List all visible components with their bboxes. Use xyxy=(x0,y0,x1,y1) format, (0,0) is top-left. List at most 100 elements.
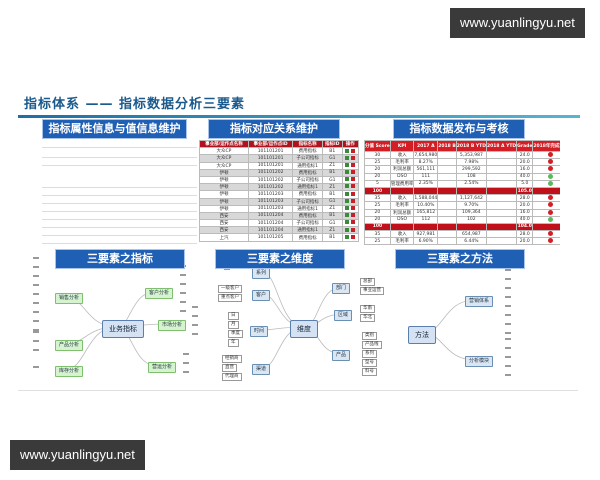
mindmap-leaf: 华北 xyxy=(360,314,375,322)
table-cell: B1 xyxy=(322,168,343,177)
row-actions xyxy=(341,175,359,185)
delete-button[interactable] xyxy=(351,220,356,225)
table-cell: 101101201 xyxy=(247,154,294,163)
column-header: Grade xyxy=(516,140,534,152)
table-cell: 165,812 xyxy=(413,208,439,217)
mindmap-leaf xyxy=(505,337,511,340)
table-cell: 20.0 xyxy=(516,237,534,246)
table-cell xyxy=(437,165,457,174)
table-cell: 101101204 xyxy=(247,219,294,228)
column-header: 操作 xyxy=(341,140,359,149)
column-header: 指标名称 xyxy=(292,140,323,149)
mindmap-leaf: 日 xyxy=(228,312,239,320)
edit-button[interactable] xyxy=(345,234,350,239)
mindmap-leaf xyxy=(505,364,511,367)
mindmap-leaf xyxy=(33,319,39,322)
mindmap-leaf xyxy=(33,274,39,277)
form-row xyxy=(42,148,197,158)
mindmap-leaf xyxy=(192,333,198,335)
mindmap-leaf: 型号 xyxy=(362,358,377,367)
edit-button[interactable] xyxy=(345,184,350,189)
mindmap-branch: 市场分析 xyxy=(158,320,187,331)
mindmap-leaf xyxy=(180,310,186,312)
edit-button[interactable] xyxy=(345,148,350,153)
table-cell xyxy=(437,150,457,160)
row-actions xyxy=(341,168,359,177)
table-cell: 20.0 xyxy=(516,201,534,210)
delete-button[interactable] xyxy=(351,170,356,175)
mindmap-leaf: 华南 xyxy=(360,305,375,313)
table-cell xyxy=(437,179,457,188)
mindmap-leaf xyxy=(33,348,39,351)
delete-button[interactable] xyxy=(351,155,356,160)
table-cell: 利润总额 xyxy=(389,165,415,174)
delete-button[interactable] xyxy=(351,162,356,167)
table-cell xyxy=(532,194,560,203)
edit-button[interactable] xyxy=(345,155,350,160)
mindmap-leaf xyxy=(180,292,186,294)
mindmap-leaf xyxy=(180,274,186,276)
edit-button[interactable] xyxy=(345,170,350,175)
delete-button[interactable] xyxy=(351,234,356,239)
table-cell xyxy=(437,230,457,239)
table-cell: Z1 xyxy=(322,183,343,192)
mindmap-leaf xyxy=(192,306,198,308)
table-cell: 30 xyxy=(364,150,391,160)
delete-button[interactable] xyxy=(351,206,356,211)
mindmap-branch: 营运分析 xyxy=(148,362,177,373)
watermark-bottom: www.yuanlingyu.net xyxy=(10,440,145,470)
mindmap-leaf xyxy=(505,313,511,316)
table-cell: B1 xyxy=(322,211,343,221)
table-cell xyxy=(532,158,560,167)
table-cell: 28.0 xyxy=(516,194,534,203)
table-cell: 24.0 xyxy=(516,150,534,160)
page-title: 指标体系 —— 指标数据分析三要素 xyxy=(24,97,246,112)
table-cell: 654,987 xyxy=(455,230,487,239)
mindmap-branch: 库存分析 xyxy=(55,366,84,377)
table-cell xyxy=(413,186,439,196)
table-cell: 101101201 xyxy=(247,147,294,156)
table-cell: 25 xyxy=(364,201,391,210)
mindmap-leaf: 总部 xyxy=(360,278,375,286)
table-cell: 111 xyxy=(413,172,439,181)
column-header: 2018 B xyxy=(437,140,457,152)
form-row xyxy=(42,228,197,236)
table-cell xyxy=(437,158,457,167)
edit-button[interactable] xyxy=(345,162,350,167)
row-actions xyxy=(341,190,359,199)
table-cell: 西安 xyxy=(199,226,249,235)
delete-button[interactable] xyxy=(351,148,356,153)
mindmap-branch: 区域 xyxy=(334,310,353,321)
delete-button[interactable] xyxy=(351,213,356,218)
table-cell xyxy=(485,158,518,167)
mindmap-leaf xyxy=(183,361,189,364)
table-cell: 西安 xyxy=(199,211,249,221)
table-cell xyxy=(437,237,457,246)
delete-button[interactable] xyxy=(351,191,356,196)
edit-button[interactable] xyxy=(345,177,350,182)
edit-button[interactable] xyxy=(345,198,350,203)
table-cell: 100 xyxy=(364,186,391,196)
table-cell: 100 xyxy=(364,222,391,232)
table-cell xyxy=(485,201,518,210)
table-cell xyxy=(437,215,457,224)
table-cell: 16.0 xyxy=(516,208,534,217)
edit-button[interactable] xyxy=(345,191,350,196)
delete-button[interactable] xyxy=(351,177,356,182)
edit-button[interactable] xyxy=(345,213,350,218)
table-cell xyxy=(437,186,457,196)
form-row xyxy=(42,204,197,212)
edit-button[interactable] xyxy=(345,206,350,211)
edit-button[interactable] xyxy=(345,227,350,232)
delete-button[interactable] xyxy=(351,198,356,203)
delete-button[interactable] xyxy=(351,227,356,232)
delete-button[interactable] xyxy=(351,184,356,189)
table-cell xyxy=(389,186,415,196)
table-cell: 101101202 xyxy=(247,168,294,177)
alert-icon xyxy=(548,152,554,158)
table-cell xyxy=(437,172,457,181)
edit-button[interactable] xyxy=(345,220,350,225)
